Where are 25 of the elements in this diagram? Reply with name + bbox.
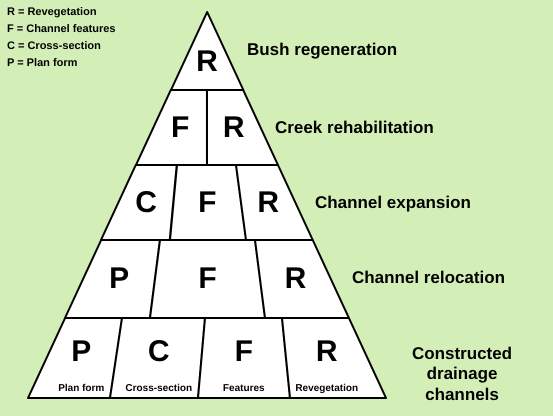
legend-text: F = Channel features (7, 23, 116, 35)
cell-letter: F (234, 337, 253, 367)
level-label: Creek rehabilitation (275, 118, 434, 138)
level-label: Bush regeneration (247, 40, 398, 60)
cell-letter: R (196, 47, 218, 77)
cell-letter: P (71, 337, 92, 367)
cell-caption: Cross-section (125, 384, 192, 394)
cell-letter: R (257, 188, 279, 218)
legend-text: P = Plan form (7, 57, 78, 69)
cell-letter: P (109, 264, 130, 294)
cell-caption: Plan form (58, 384, 104, 394)
level-label: Channel relocation (352, 268, 506, 288)
cell-caption: Features (222, 384, 265, 394)
legend-text: R = Revegetation (7, 6, 97, 18)
level-label: Constructed drainage channels (410, 344, 514, 406)
legend-text: C = Cross-section (7, 40, 101, 52)
cell-letter: C (148, 337, 170, 367)
cell-letter: C (135, 188, 157, 218)
cell-caption: Revegetation (295, 384, 358, 394)
cell-letter: R (316, 337, 338, 367)
cell-letter: F (198, 188, 216, 218)
cell-letter: R (222, 113, 245, 143)
cell-letter: F (171, 113, 190, 143)
cell-letter: R (284, 264, 306, 294)
level-label: Channel expansion (315, 193, 471, 213)
